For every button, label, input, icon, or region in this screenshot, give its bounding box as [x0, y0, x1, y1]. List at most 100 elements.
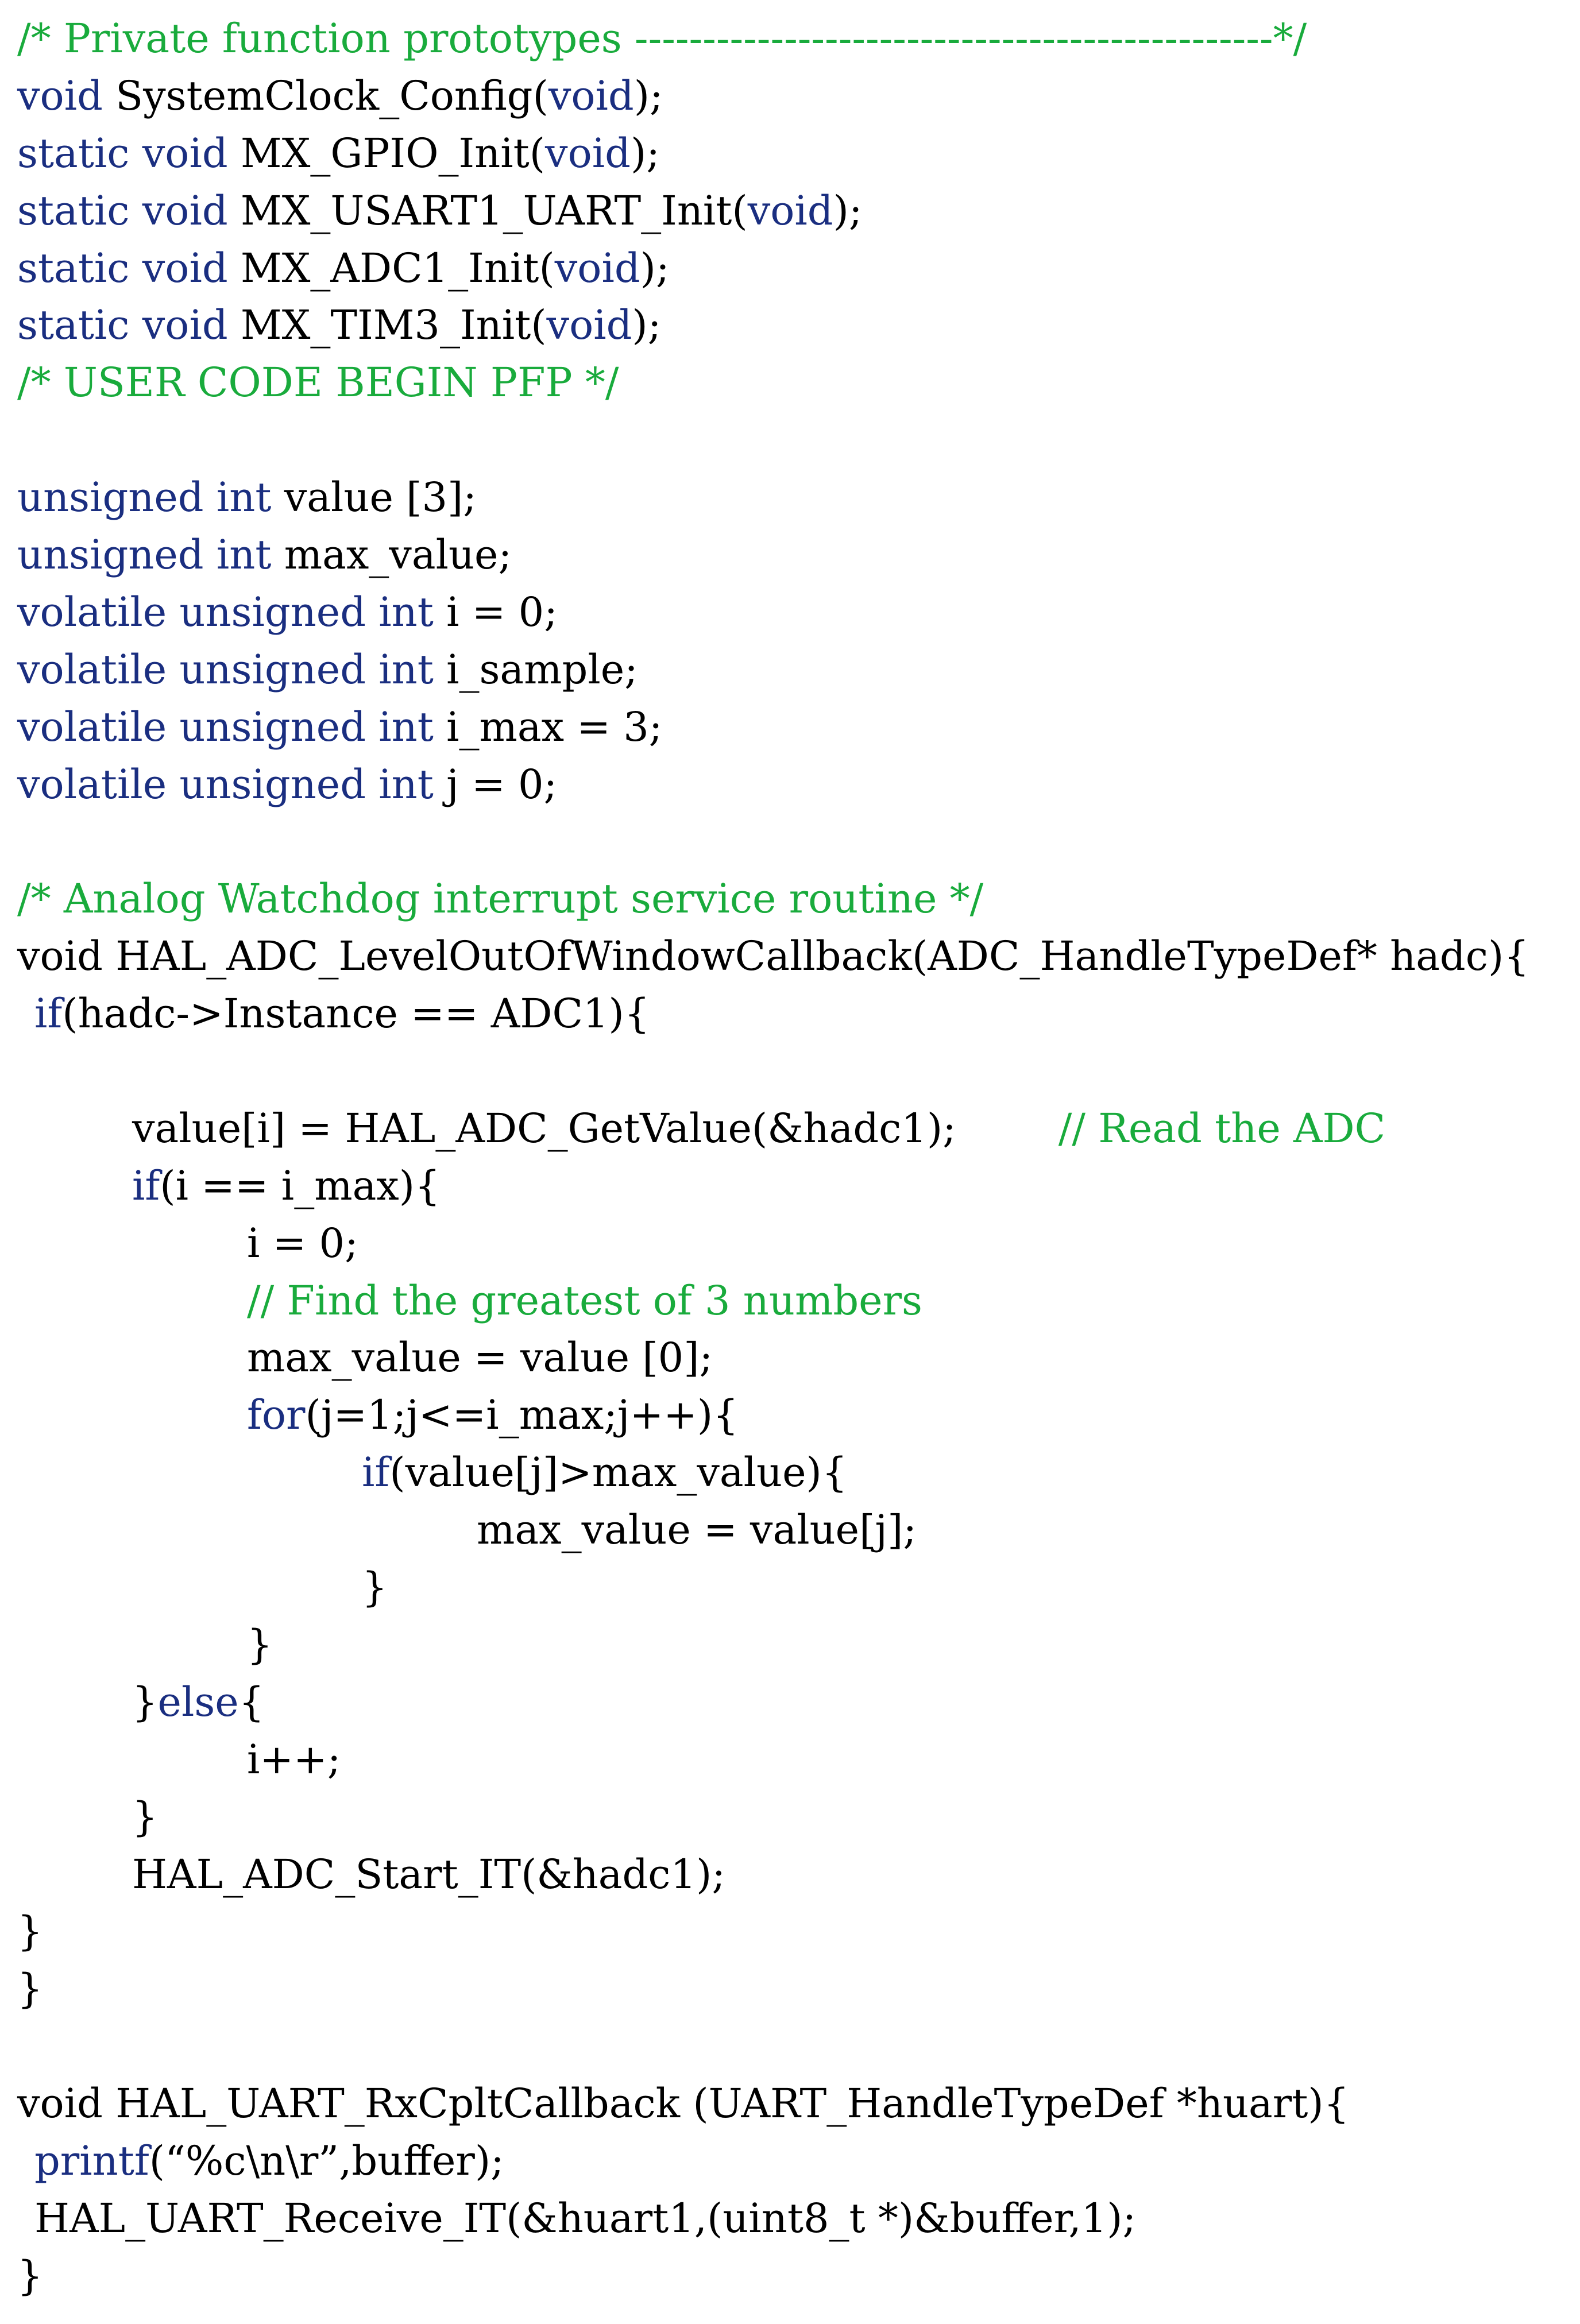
code-line: } — [17, 2248, 1568, 2305]
code-text: MX_ADC1_Init( — [227, 244, 555, 292]
code-comment: /* Analog Watchdog interrupt service rou… — [17, 875, 984, 923]
code-text: i_max = 3; — [433, 703, 663, 751]
code-keyword: void — [546, 301, 632, 349]
code-line: // Find the greatest of 3 numbers — [17, 1273, 1568, 1330]
code-text: } — [132, 1793, 158, 1840]
code-text: i = 0; — [247, 1219, 358, 1267]
blank-line — [17, 813, 1568, 871]
code-comment: // Find the greatest of 3 numbers — [247, 1277, 922, 1324]
code-line: /* Private function prototypes ---------… — [17, 10, 1568, 68]
code-listing: /* Private function prototypes ---------… — [17, 10, 1568, 2305]
code-line: value[i] = HAL_ADC_GetValue(&hadc1); // … — [17, 1100, 1568, 1158]
code-text: MX_GPIO_Init( — [227, 129, 546, 177]
code-line: printf(“%c\n\r”,buffer); — [17, 2133, 1568, 2190]
code-line: volatile unsigned int i_sample; — [17, 641, 1568, 699]
code-keyword: for — [247, 1391, 306, 1439]
code-keyword: void — [17, 72, 103, 119]
code-keyword: void — [548, 72, 634, 119]
code-line: max_value = value[j]; — [17, 1502, 1568, 1559]
code-line: if(hadc->Instance == ADC1){ — [17, 985, 1568, 1043]
code-text: (hadc->Instance == ADC1){ — [62, 990, 650, 1038]
code-line: }else{ — [17, 1674, 1568, 1731]
code-text: value [3]; — [271, 474, 477, 521]
code-line: } — [17, 1617, 1568, 1674]
code-text: HAL_UART_Receive_IT(&huart1,(uint8_t *)&… — [34, 2194, 1137, 2242]
code-text: HAL_ADC_Start_IT(&hadc1); — [132, 1850, 725, 1898]
code-keyword: static void — [17, 244, 228, 292]
code-keyword: static void — [17, 129, 228, 177]
code-text: } — [17, 1908, 43, 1955]
code-line: if(value[j]>max_value){ — [17, 1444, 1568, 1502]
code-keyword: static void — [17, 301, 228, 349]
code-line: unsigned int max_value; — [17, 527, 1568, 584]
code-keyword: unsigned int — [17, 474, 272, 521]
code-keyword: volatile unsigned int — [17, 588, 434, 636]
code-comment: /* Private function prototypes ---------… — [17, 15, 1307, 62]
code-text: max_value = value [0]; — [247, 1334, 713, 1382]
code-text: (“%c\n\r”,buffer); — [149, 2137, 504, 2184]
code-text: value[i] = HAL_ADC_GetValue(&hadc1); — [132, 1104, 956, 1152]
code-keyword: volatile unsigned int — [17, 645, 434, 693]
code-line: static void MX_ADC1_Init(void); — [17, 240, 1568, 297]
code-line: static void MX_TIM3_Init(void); — [17, 297, 1568, 354]
code-text: i_sample; — [433, 645, 638, 693]
code-line: volatile unsigned int i = 0; — [17, 584, 1568, 641]
code-text: } — [362, 1564, 388, 1611]
code-keyword: printf — [34, 2137, 149, 2184]
code-text: MX_TIM3_Init( — [227, 301, 547, 349]
code-text: max_value; — [271, 531, 512, 579]
code-line: } — [17, 1960, 1568, 2018]
code-text: i++; — [247, 1735, 341, 1783]
code-keyword: else — [157, 1678, 239, 1726]
code-keyword: volatile unsigned int — [17, 760, 434, 808]
code-line: HAL_UART_Receive_IT(&huart1,(uint8_t *)&… — [17, 2190, 1568, 2248]
code-line: HAL_ADC_Start_IT(&hadc1); — [17, 1846, 1568, 1904]
code-text: } — [17, 2252, 43, 2299]
code-keyword: if — [34, 990, 63, 1038]
code-text: (j=1;j<=i_max;j++){ — [305, 1391, 739, 1439]
code-keyword: void — [554, 244, 640, 292]
code-text: } — [17, 1965, 43, 2013]
code-line: /* Analog Watchdog interrupt service rou… — [17, 871, 1568, 928]
code-text: ); — [833, 187, 863, 234]
code-line: void HAL_ADC_LevelOutOfWindowCallback(AD… — [17, 928, 1568, 985]
code-text: } — [247, 1621, 273, 1668]
code-text: max_value = value[j]; — [477, 1506, 917, 1554]
code-text: ); — [633, 72, 663, 119]
code-line: volatile unsigned int i_max = 3; — [17, 699, 1568, 756]
code-line: static void MX_GPIO_Init(void); — [17, 125, 1568, 183]
code-text: void HAL_UART_RxCpltCallback (UART_Handl… — [17, 2080, 1350, 2128]
code-text: i = 0; — [433, 588, 558, 636]
code-line: volatile unsigned int j = 0; — [17, 756, 1568, 814]
code-keyword: void — [545, 129, 631, 177]
code-text: ); — [632, 301, 662, 349]
code-line: for(j=1;j<=i_max;j++){ — [17, 1387, 1568, 1444]
code-text: MX_USART1_UART_Init( — [227, 187, 748, 234]
code-text: ); — [630, 129, 660, 177]
code-keyword: if — [362, 1449, 390, 1497]
code-keyword: static void — [17, 187, 228, 234]
code-line: void SystemClock_Config(void); — [17, 68, 1568, 125]
code-text: } — [132, 1678, 158, 1726]
code-line: if(i == i_max){ — [17, 1158, 1568, 1215]
blank-line — [17, 1043, 1568, 1100]
blank-line — [17, 412, 1568, 469]
code-text: { — [238, 1678, 265, 1726]
code-line: max_value = value [0]; — [17, 1329, 1568, 1387]
code-line: } — [17, 1789, 1568, 1846]
code-line: void HAL_UART_RxCpltCallback (UART_Handl… — [17, 2075, 1568, 2133]
code-text: ); — [640, 244, 670, 292]
code-text: j = 0; — [433, 760, 558, 808]
code-text: SystemClock_Config( — [102, 72, 548, 119]
code-keyword: unsigned int — [17, 531, 272, 579]
code-line: /* USER CODE BEGIN PFP */ — [17, 354, 1568, 412]
blank-line — [17, 2018, 1568, 2075]
code-line: } — [17, 1559, 1568, 1617]
code-text: (i == i_max){ — [160, 1162, 441, 1209]
code-line: static void MX_USART1_UART_Init(void); — [17, 183, 1568, 240]
code-text: void HAL_ADC_LevelOutOfWindowCallback(AD… — [17, 933, 1529, 980]
code-line: i++; — [17, 1731, 1568, 1789]
code-keyword: if — [132, 1162, 160, 1209]
code-comment: /* USER CODE BEGIN PFP */ — [17, 359, 619, 407]
code-keyword: void — [747, 187, 833, 234]
